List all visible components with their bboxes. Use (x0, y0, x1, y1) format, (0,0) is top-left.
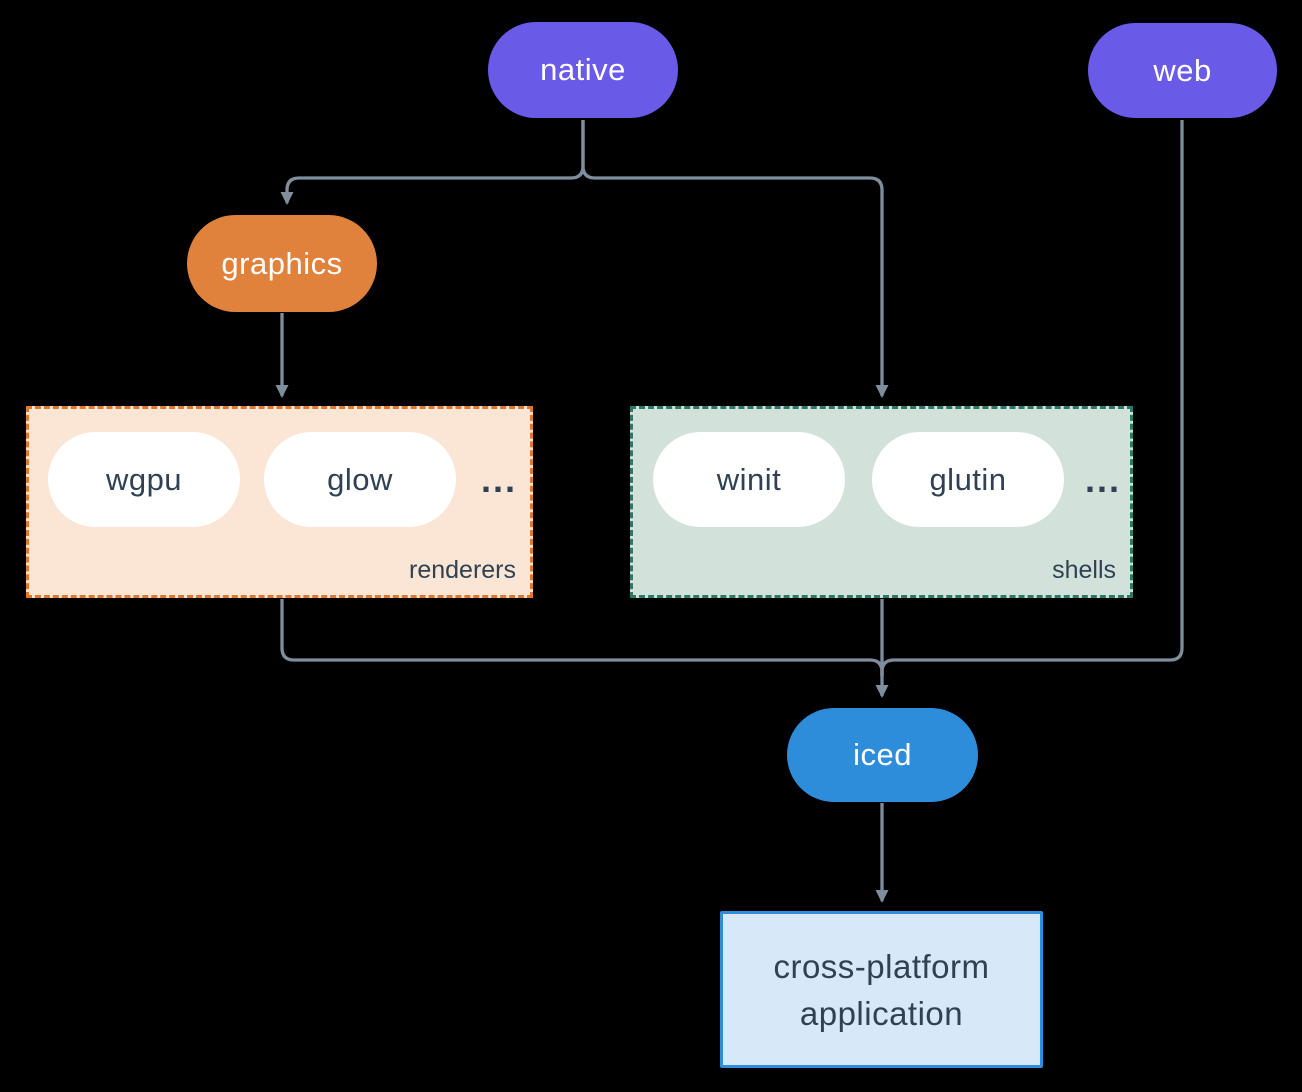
renderers-ellipsis: ... (481, 458, 518, 500)
node-wgpu: wgpu (48, 432, 240, 527)
node-glutin: glutin (872, 432, 1064, 527)
edge-renderers-to-iced (280, 599, 884, 676)
node-iced-label: iced (853, 737, 912, 772)
node-glow: glow (264, 432, 456, 527)
node-iced: iced (787, 708, 978, 802)
node-web: web (1088, 23, 1277, 118)
node-winit: winit (653, 432, 845, 527)
application-label-line1: cross-platform (773, 947, 990, 985)
application-label-line2: application (799, 994, 964, 1032)
node-glutin-label: glutin (929, 461, 1007, 497)
node-cross-platform-application: cross-platform application (720, 911, 1043, 1068)
group-shells: winit glutin ... shells (630, 406, 1133, 598)
node-wgpu-label: wgpu (105, 461, 183, 497)
node-glow-label: glow (327, 461, 393, 497)
edge-native-to-shells (581, 120, 889, 398)
edge-native-to-graphics (280, 120, 585, 205)
group-renderers: wgpu glow ... renderers (26, 406, 533, 598)
node-winit-label: winit (716, 461, 782, 497)
node-native: native (488, 22, 678, 118)
renderers-group-label: renderers (409, 556, 516, 584)
node-graphics-label: graphics (221, 245, 343, 281)
node-web-label: web (1153, 52, 1212, 88)
shells-group-label: shells (1052, 556, 1116, 584)
node-native-label: native (540, 52, 626, 87)
node-graphics: graphics (187, 215, 377, 312)
shells-ellipsis: ... (1085, 458, 1122, 500)
